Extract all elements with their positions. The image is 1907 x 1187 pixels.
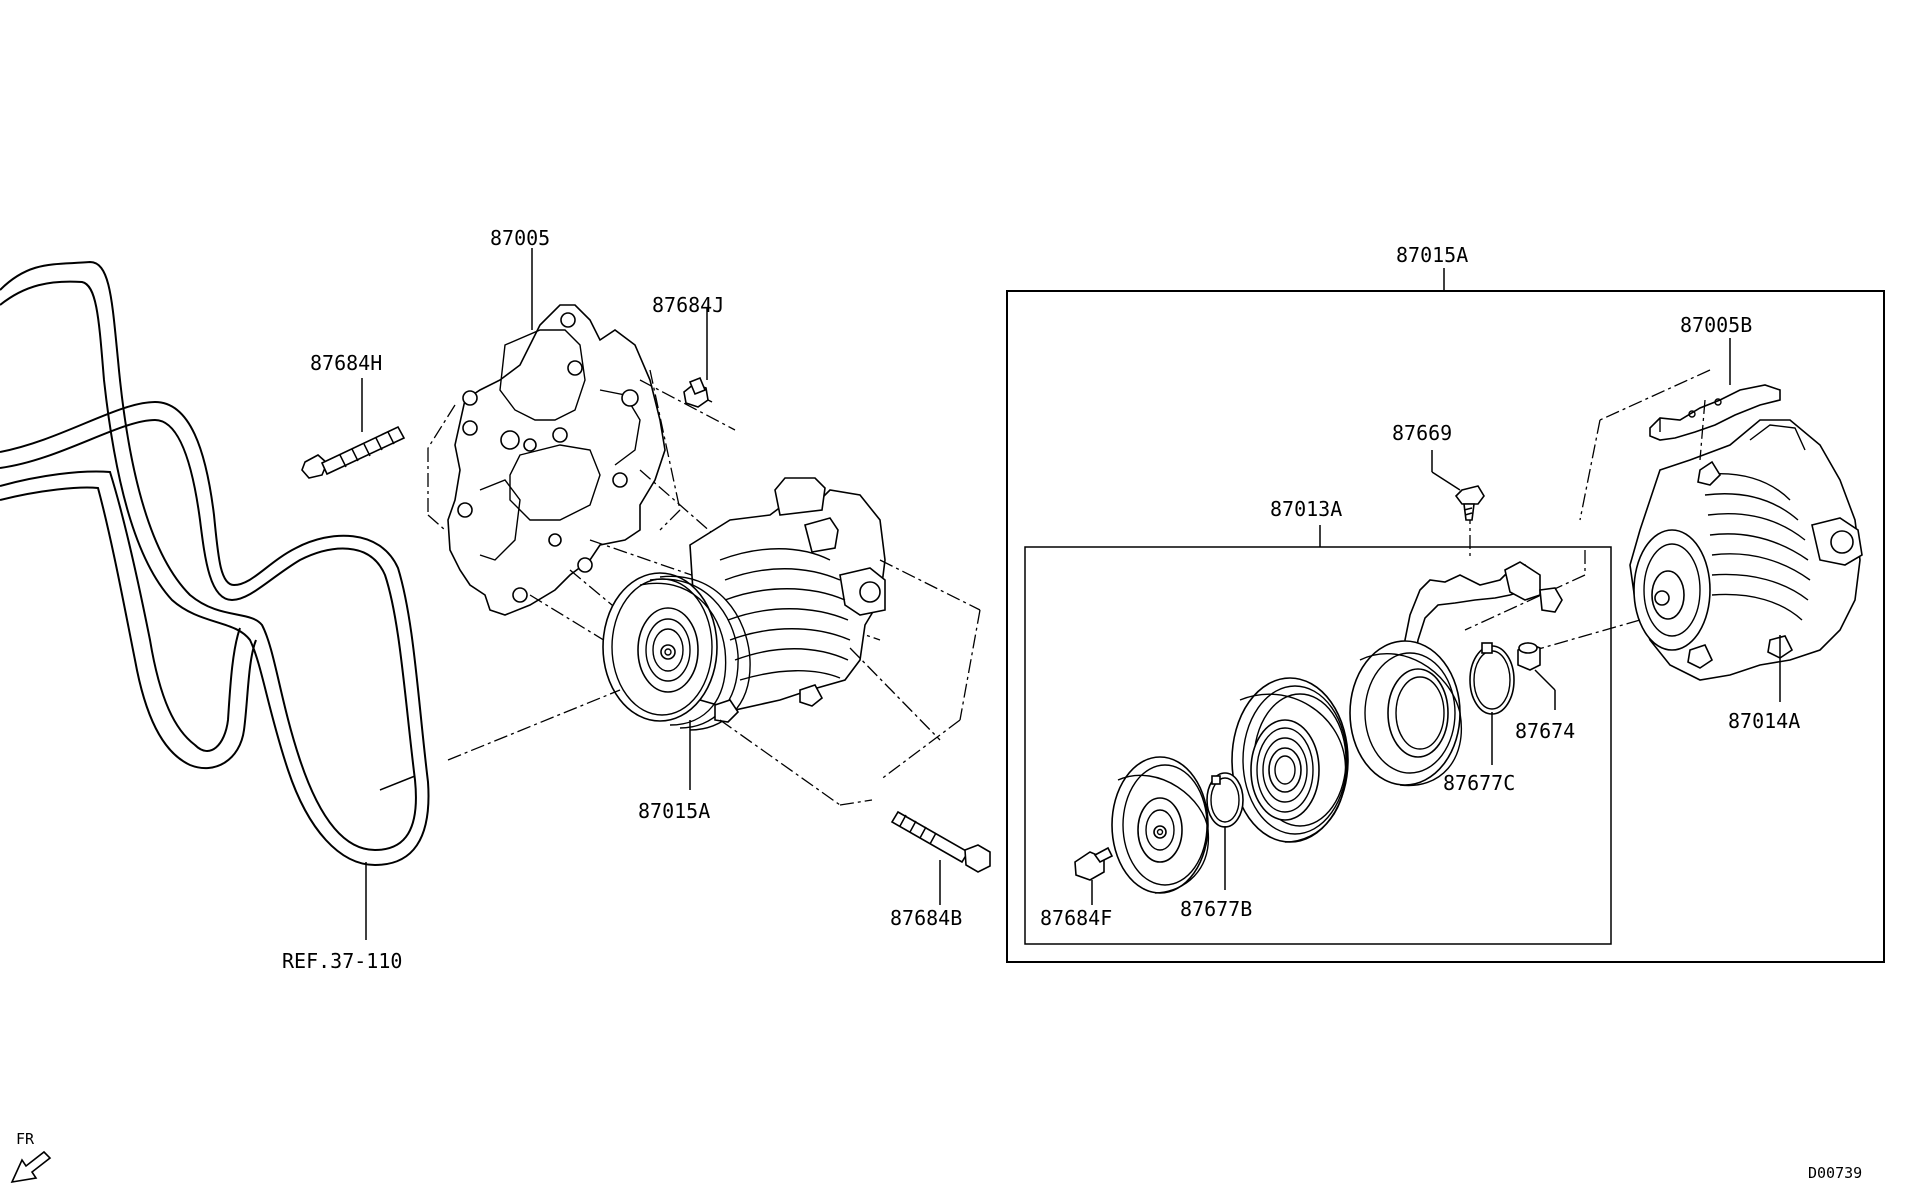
label-belt-ref: REF.37-110 (282, 949, 402, 973)
label-compressor-body: 87014A (1728, 709, 1800, 733)
label-screw: 87669 (1392, 421, 1452, 445)
front-indicator: FR (10, 1130, 52, 1184)
field-coil[interactable] (1349, 561, 1563, 787)
label-snap-ring-c: 87677C (1443, 771, 1515, 795)
compressor-bracket[interactable] (447, 304, 666, 616)
label-bolt-h: 87684H (310, 351, 382, 375)
bolt-87684b[interactable] (890, 810, 991, 873)
label-front: FR (16, 1130, 35, 1148)
label-bolt-f: 87684F (1040, 906, 1112, 930)
drive-belt[interactable] (0, 260, 430, 867)
label-clutch-kit: 87013A (1270, 497, 1342, 521)
label-snap-ring-b: 87677B (1180, 897, 1252, 921)
screw-87669[interactable] (1454, 485, 1485, 521)
compressor-alignment-lines (447, 559, 981, 806)
pulley[interactable] (1231, 677, 1349, 843)
diagram-code: D00739 (1808, 1164, 1862, 1182)
label-bracket-b: 87005B (1680, 313, 1752, 337)
label-bolt-j: 87684J (652, 293, 724, 317)
right-leader-lines (1224, 338, 1781, 890)
clutch-plate[interactable] (1111, 756, 1210, 894)
bolt-87684j[interactable] (683, 376, 713, 408)
compressor-body[interactable] (1629, 419, 1863, 681)
leader-screw-diag (1431, 471, 1461, 491)
compressor-assembly-left[interactable] (602, 477, 886, 731)
label-bolt-b: 87684B (890, 906, 962, 930)
label-bracket: 87005 (490, 226, 550, 250)
compressor-kit-box: 87015A (1006, 243, 1885, 963)
bolt-87684h[interactable] (301, 425, 406, 479)
kit-alignment-lines (1464, 369, 1711, 651)
clutch-kit-box: 87013A (1024, 497, 1612, 945)
label-kit-box: 87015A (1396, 243, 1468, 267)
snap-ring-87677b[interactable] (1206, 772, 1244, 828)
snap-ring-87677c[interactable] (1469, 642, 1515, 715)
left-leader-lines (361, 248, 941, 940)
label-compressor-left: 87015A (638, 799, 710, 823)
bracket-87005b[interactable] (1649, 384, 1781, 441)
valve-87674[interactable] (1517, 642, 1556, 710)
label-valve: 87674 (1515, 719, 1575, 743)
bolt-87684f[interactable] (1074, 846, 1114, 905)
front-arrow-icon (10, 1150, 52, 1184)
